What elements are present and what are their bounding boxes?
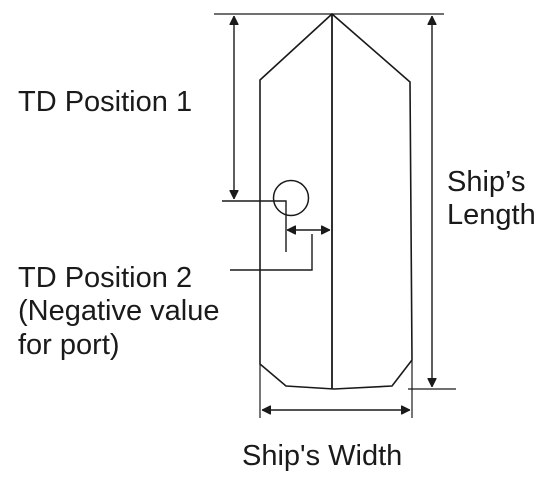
td-position-1-leader [222,200,287,252]
td-position-2-label: TD Position 2 (Negative value for port) [18,262,220,362]
td-position-1-label: TD Position 1 [18,86,193,118]
td-position-2-line-2: (Negative value [18,295,220,328]
td-position-2-line-3: for port) [18,328,120,361]
td-position-2-leader [230,234,313,271]
ships-length-line-1: Ship’s [447,166,526,198]
ship-hull-outline [259,12,413,390]
ships-length-label: Ship’s Length [447,166,536,233]
ships-length-line-2: Length [447,199,536,232]
ships-width-label: Ship's Width [242,440,403,472]
td-position-2-line-1: TD Position 2 [18,262,193,294]
transducer-circle [272,179,310,217]
